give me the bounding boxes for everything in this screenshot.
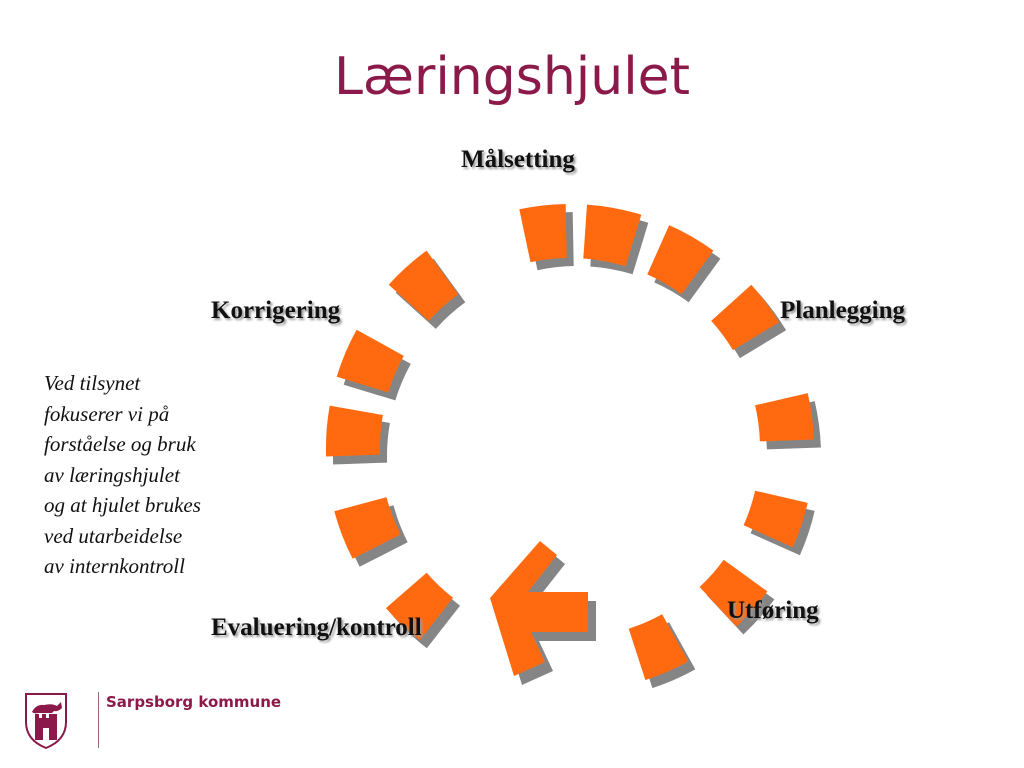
wheel-segment — [755, 393, 814, 442]
note-line: forståelse og bruk — [44, 432, 196, 456]
wheel-segment — [334, 497, 401, 559]
org-name: Sarpsborg kommune — [106, 693, 282, 711]
stage-label-evaluering: Evaluering/kontroll — [211, 614, 422, 641]
note-line: fokuserer vi på — [44, 401, 170, 426]
wheel-segment — [647, 225, 714, 295]
wheel-segment — [743, 490, 808, 548]
stage-label-planlegging: Planlegging — [780, 297, 906, 324]
sarpsborg-logo: Sarpsborg kommune — [24, 690, 284, 750]
wheel-segment — [325, 405, 383, 457]
note-text: Ved tilsynet fokuserer vi på forståelse … — [44, 368, 264, 582]
stage-label-utforing: Utføring — [727, 597, 819, 624]
coat-of-arms-icon — [25, 693, 67, 750]
wheel-arrow-icon — [490, 541, 588, 676]
wheel-segment — [699, 559, 768, 627]
wheel-segment — [583, 204, 642, 267]
wheel-segment — [336, 329, 404, 393]
slide-title: Læringshjulet — [333, 47, 691, 107]
note-line: av læringshjulet — [44, 462, 180, 487]
wheel-segment — [711, 284, 780, 351]
note-line: av internkontroll — [44, 554, 185, 578]
note-line: Ved tilsynet — [44, 371, 141, 395]
note-line: ved utarbeidelse — [44, 523, 183, 548]
note-line: og at hjulet brukes — [44, 493, 201, 517]
wheel-segment — [388, 250, 459, 321]
wheel-segment — [385, 572, 453, 641]
logo-divider — [98, 692, 99, 748]
wheel-segment — [519, 204, 567, 263]
wheel-segment — [628, 614, 689, 681]
stage-label-malsetting: Målsetting — [461, 146, 575, 173]
stage-label-korrigering: Korrigering — [211, 297, 341, 324]
